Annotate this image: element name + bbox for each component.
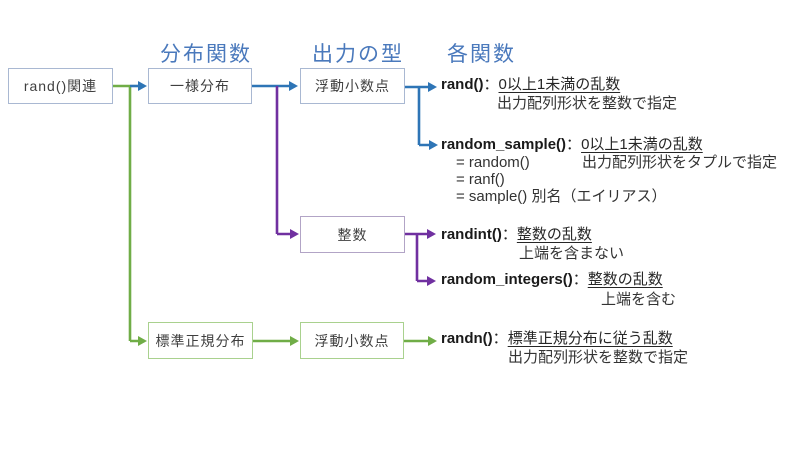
node-standard-normal-distribution: 標準正規分布 xyxy=(148,322,253,359)
purple-connector-branch-to-integer xyxy=(275,86,291,236)
blue-connector-float-to-rand-randomsample xyxy=(405,85,430,147)
fn-randint-note: 上端を含まない xyxy=(519,245,625,262)
fn-randomintegers-line1: random_integers()：整数の乱数 xyxy=(441,271,663,289)
fn-randomsample-alias1: = random() xyxy=(456,154,530,171)
fn-randint-colon: ： xyxy=(501,226,517,243)
fn-randomsample-summary: 0以上1未満の乱数 xyxy=(581,136,703,153)
green-arrowhead-floatbottom xyxy=(290,336,299,346)
purple-connector-integer-to-randint-randomintegers xyxy=(405,232,427,283)
fn-randomintegers-note: 上端を含む xyxy=(601,291,677,308)
fn-randomsample-alias2: = ranf() xyxy=(456,171,505,188)
purple-arrowhead-randint xyxy=(427,229,436,239)
fn-randint-summary: 整数の乱数 xyxy=(516,226,592,243)
fn-randn-note: 出力配列形状を整数で指定 xyxy=(508,349,689,366)
node-floating-point-top: 浮動小数点 xyxy=(300,68,405,104)
fn-randomintegers-summary: 整数の乱数 xyxy=(587,271,663,288)
fn-rand-name: rand() xyxy=(441,76,484,93)
header-output-type: 出力の型 xyxy=(312,43,404,66)
blue-arrowhead-rand xyxy=(428,82,437,92)
fn-randint-name: randint() xyxy=(441,226,502,243)
fn-rand-colon: ： xyxy=(483,76,499,93)
node-integer: 整数 xyxy=(300,216,405,253)
green-connector-root-to-stdnormal xyxy=(113,84,140,343)
fn-rand-note: 出力配列形状を整数で指定 xyxy=(497,95,678,112)
fn-randn-name: randn() xyxy=(441,330,493,347)
header-distribution-functions: 分布関数 xyxy=(160,43,252,66)
node-uniform-distribution: 一様分布 xyxy=(148,68,252,104)
fn-rand-summary: 0以上1未満の乱数 xyxy=(498,76,621,93)
blue-arrowhead-floattop xyxy=(289,81,298,91)
purple-arrowhead-integer xyxy=(290,229,299,239)
node-floating-point-bottom: 浮動小数点 xyxy=(300,322,404,359)
fn-randomintegers-name: random_integers() xyxy=(441,271,573,288)
fn-randint-line1: randint()：整数の乱数 xyxy=(441,226,592,244)
fn-randomsample-colon: ： xyxy=(566,136,582,153)
fn-randn-line1: randn()：標準正規分布に従う乱数 xyxy=(441,330,673,348)
fn-randomsample-note: 出力配列形状をタプルで指定 xyxy=(582,154,778,171)
fn-randomsample-alias3: = sample() 別名（エイリアス） xyxy=(456,188,667,205)
fn-randn-summary: 標準正規分布に従う乱数 xyxy=(507,330,673,347)
fn-rand-line1: rand()：0以上1未満の乱数 xyxy=(441,76,621,94)
header-each-function: 各関数 xyxy=(447,43,516,66)
green-arrowhead-randn xyxy=(428,336,437,346)
purple-arrowhead-randomintegers xyxy=(427,276,436,286)
blue-arrowhead-uniform xyxy=(138,81,147,91)
green-arrowhead-stdnormal xyxy=(138,336,147,346)
node-rand-related: rand()関連 xyxy=(8,68,113,104)
fn-randomintegers-colon: ： xyxy=(572,271,588,288)
fn-randn-colon: ： xyxy=(492,330,508,347)
blue-arrowhead-randomsample xyxy=(429,140,438,150)
fn-randomsample-name: random_sample() xyxy=(441,136,567,153)
fn-randomsample-line1: random_sample()：0以上1未満の乱数 xyxy=(441,136,703,154)
